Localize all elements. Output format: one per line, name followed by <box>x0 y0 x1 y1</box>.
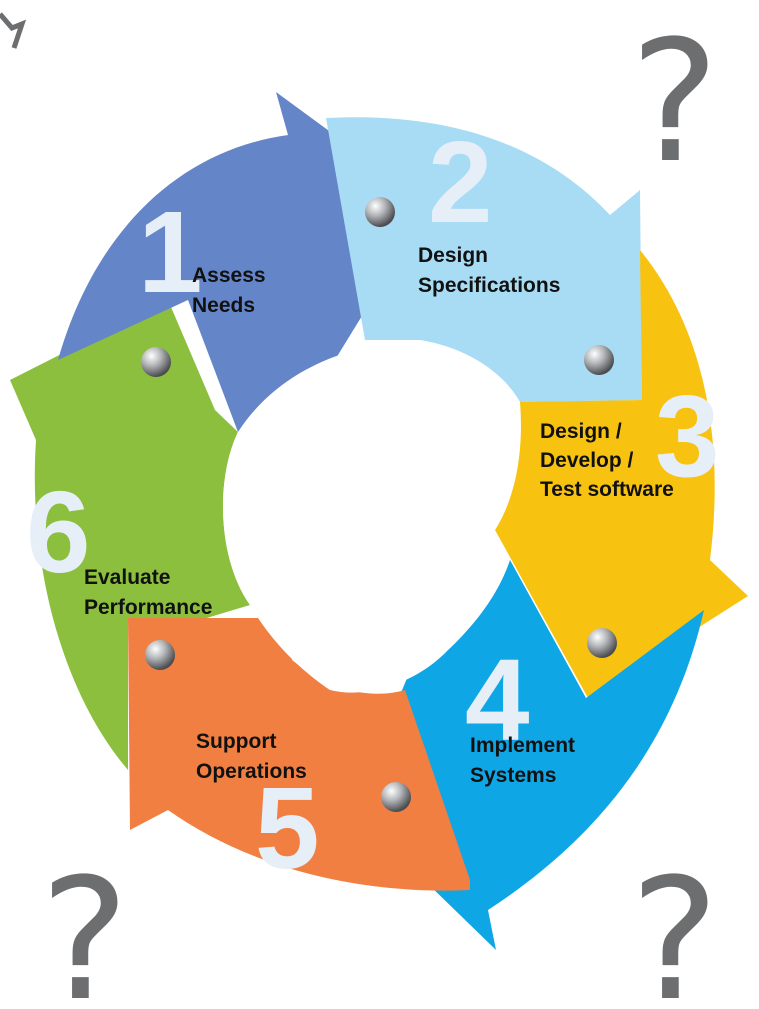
question-mark-fragment <box>0 12 27 49</box>
step-1-line2: Needs <box>192 294 255 317</box>
question-mark-bottom-right: ? <box>630 842 719 1009</box>
question-mark-top-right: ? <box>630 4 719 200</box>
step-5-line1: Support <box>196 730 276 753</box>
step-2-line1: Design <box>418 244 488 267</box>
segment-2-arrow <box>326 117 642 402</box>
pin-group <box>141 197 617 812</box>
segment-6-arrow <box>10 300 250 770</box>
pin-ball <box>587 628 617 658</box>
step-3-label: Design / Develop / Test software <box>540 420 674 501</box>
step-numbers: 1 2 3 4 5 6 <box>26 117 720 893</box>
pin-ball <box>365 197 395 227</box>
step-4-number: 4 <box>465 635 530 765</box>
step-6-line1: Evaluate <box>84 566 170 589</box>
pin-ball <box>381 782 411 812</box>
step-4-line1: Implement <box>470 734 575 757</box>
step-3-line2: Develop / <box>540 449 634 472</box>
step-6-number: 6 <box>26 467 91 597</box>
pin-ball <box>145 640 175 670</box>
step-3-line1: Design / <box>540 420 622 443</box>
step-3-number: 3 <box>655 371 720 501</box>
pin-ball <box>141 347 171 377</box>
step-6-label: Evaluate Performance <box>84 566 212 619</box>
step-2-line2: Specifications <box>418 274 560 297</box>
segment-5-arrow <box>128 618 470 891</box>
pin-ball <box>584 345 614 375</box>
step-1-line1: Assess <box>192 264 266 287</box>
step-6-line2: Performance <box>84 596 212 619</box>
step-2-number: 2 <box>428 117 493 247</box>
step-4-line2: Systems <box>470 764 556 787</box>
step-labels: Assess Needs Design Specifications Desig… <box>84 244 674 787</box>
center-hub <box>222 340 521 693</box>
step-5-line2: Operations <box>196 760 307 783</box>
step-3-line3: Test software <box>540 478 674 501</box>
step-5-number: 5 <box>255 763 320 893</box>
cycle-ring <box>10 92 748 950</box>
step-2-label: Design Specifications <box>418 244 560 297</box>
question-mark-bottom-left: ? <box>40 842 129 1009</box>
step-1-label: Assess Needs <box>192 264 271 317</box>
step-4-label: Implement Systems <box>470 734 581 787</box>
segment-3-arrow <box>495 250 748 698</box>
step-1-number: 1 <box>138 187 203 317</box>
step-5-label: Support Operations <box>196 730 307 783</box>
